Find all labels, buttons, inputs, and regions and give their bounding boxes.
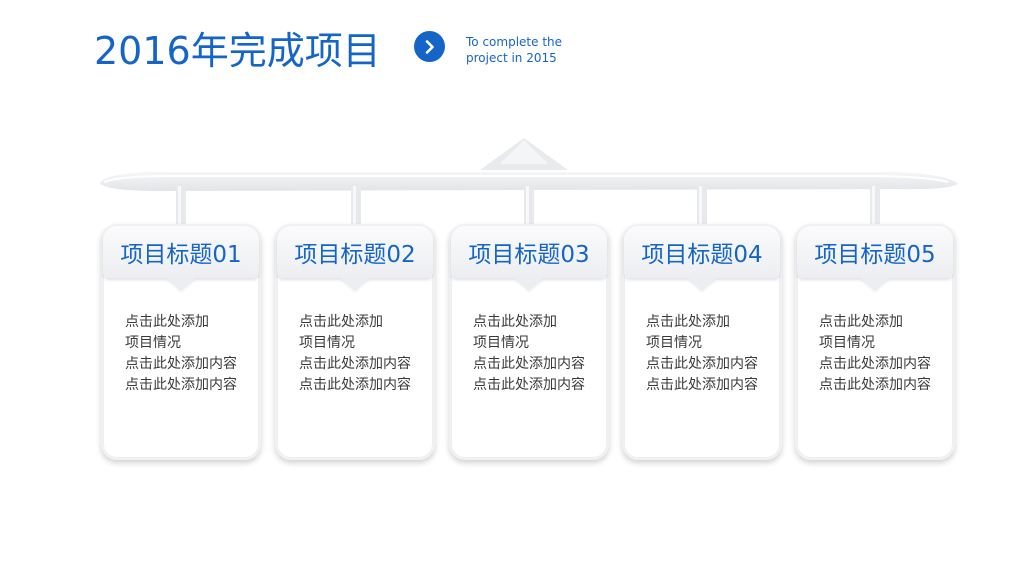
project-card-header: 项目标题01 (103, 226, 259, 278)
project-card-1[interactable]: 项目标题01 点击此处添加 项目情况 点击此处添加内容 点击此处添加内容 (101, 224, 261, 460)
subtitle-line-2: project in 2015 (466, 51, 557, 65)
project-card-title: 项目标题03 (468, 242, 590, 268)
subtitle-line-1: To complete the (466, 35, 563, 49)
project-card-line: 点击此处添加 (299, 314, 383, 330)
project-card-3[interactable]: 项目标题03 点击此处添加 项目情况 点击此处添加内容 点击此处添加内容 (449, 224, 609, 460)
project-card-line: 点击此处添加 (125, 314, 209, 330)
project-card-line: 项目情况 (473, 335, 529, 351)
project-card-line: 点击此处添加内容 (473, 377, 585, 393)
project-card-body: 点击此处添加 项目情况 点击此处添加内容 点击此处添加内容 (125, 312, 249, 396)
project-card-line: 点击此处添加内容 (819, 356, 931, 372)
tree-peak (480, 138, 568, 170)
project-card-line: 点击此处添加内容 (125, 377, 237, 393)
project-card-body: 点击此处添加 项目情况 点击此处添加内容 点击此处添加内容 (646, 312, 770, 396)
project-card-line: 点击此处添加内容 (299, 377, 411, 393)
project-card-header: 项目标题04 (624, 226, 780, 278)
project-card-title: 项目标题02 (294, 242, 416, 268)
project-card-line: 项目情况 (819, 335, 875, 351)
project-card-5[interactable]: 项目标题05 点击此处添加 项目情况 点击此处添加内容 点击此处添加内容 (795, 224, 955, 460)
project-card-line: 点击此处添加 (473, 314, 557, 330)
tree-bar (100, 172, 958, 191)
project-card-line: 点击此处添加内容 (646, 356, 758, 372)
project-card-body: 点击此处添加 项目情况 点击此处添加内容 点击此处添加内容 (299, 312, 423, 396)
project-card-line: 项目情况 (299, 335, 355, 351)
project-card-line: 点击此处添加内容 (299, 356, 411, 372)
project-card-line: 点击此处添加内容 (125, 356, 237, 372)
project-card-body: 点击此处添加 项目情况 点击此处添加内容 点击此处添加内容 (819, 312, 943, 396)
project-card-header: 项目标题03 (451, 226, 607, 278)
project-card-header: 项目标题02 (277, 226, 433, 278)
project-card-line: 点击此处添加 (819, 314, 903, 330)
project-card-line: 点击此处添加内容 (473, 356, 585, 372)
project-card-line: 点击此处添加 (646, 314, 730, 330)
project-card-4[interactable]: 项目标题04 点击此处添加 项目情况 点击此处添加内容 点击此处添加内容 (622, 224, 782, 460)
project-card-2[interactable]: 项目标题02 点击此处添加 项目情况 点击此处添加内容 点击此处添加内容 (275, 224, 435, 460)
project-card-line: 项目情况 (125, 335, 181, 351)
project-card-title: 项目标题05 (814, 242, 936, 268)
project-card-title: 项目标题01 (120, 242, 242, 268)
project-card-header: 项目标题05 (797, 226, 953, 278)
project-card-line: 点击此处添加内容 (819, 377, 931, 393)
project-card-title: 项目标题04 (641, 242, 763, 268)
chevron-right-icon (425, 39, 434, 54)
page-title: 2016年完成项目 (94, 29, 381, 73)
project-card-line: 项目情况 (646, 335, 702, 351)
page-subtitle: To complete the project in 2015 (466, 34, 562, 66)
next-button[interactable] (414, 31, 445, 62)
project-card-body: 点击此处添加 项目情况 点击此处添加内容 点击此处添加内容 (473, 312, 597, 396)
project-card-line: 点击此处添加内容 (646, 377, 758, 393)
